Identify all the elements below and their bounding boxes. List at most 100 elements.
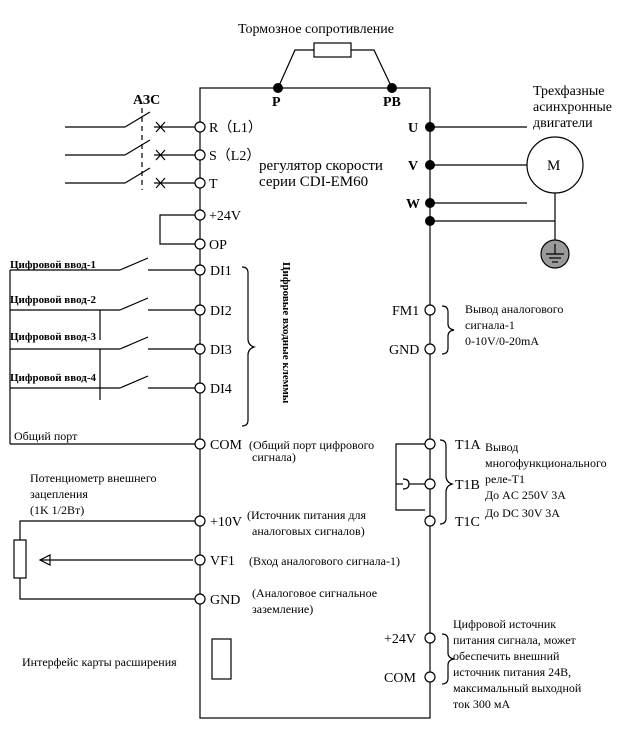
expansion-card-slot [211, 638, 232, 680]
terminal-gnd-right-label: GND [389, 343, 419, 358]
drive-name-line2: серии CDI-EM60 [259, 174, 368, 190]
terminal-u-label: U [408, 121, 418, 136]
terminal-di1-label: DI1 [210, 264, 232, 279]
terminal-t1a-label: T1A [455, 438, 482, 453]
terminal-t1b [424, 478, 436, 490]
circuit-breaker [65, 108, 200, 190]
breaker-label: АЗС [133, 93, 160, 108]
terminal-s [194, 149, 206, 161]
motor-symbol [526, 136, 584, 194]
power-note-1: Цифровой источник [453, 617, 556, 631]
terminal-di3 [194, 343, 206, 355]
terminal-com-right [424, 671, 436, 683]
terminal-di2 [194, 304, 206, 316]
terminal-10v-label: +10V [210, 515, 242, 530]
terminal-10v [194, 515, 206, 527]
fm-note-3: 0-10V/0-20mA [465, 334, 539, 348]
relay-note-5: До DC 30V 3A [485, 506, 560, 520]
terminal-r-label: R（L1） [209, 120, 262, 136]
terminal-vf1 [194, 554, 206, 566]
op-jumper [159, 214, 200, 245]
terminal-op-label: OP [209, 238, 227, 253]
power-note-2: питания сигнала, может [453, 633, 577, 647]
braking-resistor-title: Тормозное сопротивление [238, 22, 394, 37]
motor-caption-2: асинхронные [533, 100, 612, 115]
relay-note-2: многофункционального [485, 456, 607, 470]
terminal-pb-dot [387, 83, 397, 93]
braking-resistor [277, 42, 393, 89]
terminal-p-dot [273, 83, 283, 93]
terminal-di4-label: DI4 [210, 382, 232, 397]
motor-wiring [430, 126, 556, 240]
vf1-note: (Вход аналогового сигнала-1) [249, 554, 400, 568]
terminal-di3-label: DI3 [210, 343, 232, 358]
digital-input-wiring [9, 257, 200, 445]
terminal-t1c [424, 515, 436, 527]
com-note-2: сигнала) [252, 450, 296, 464]
com-note-1: (Общий порт цифрового [249, 438, 374, 452]
terminal-di1 [194, 264, 206, 276]
pot-label-2: зацепления [30, 487, 88, 501]
terminal-fm1 [424, 304, 436, 316]
terminal-w-label: W [406, 197, 420, 212]
digital-input-1-label: Цифровой ввод-1 [10, 259, 96, 271]
digital-input-brace [241, 266, 256, 427]
drive-name-line1: регулятор скорости [259, 158, 383, 174]
expansion-card-label: Интерфейс карты расширения [22, 655, 177, 669]
terminal-t [194, 177, 206, 189]
terminal-t-label: T [209, 177, 218, 192]
terminal-24v-right [424, 632, 436, 644]
terminal-w [425, 198, 435, 208]
terminal-gnd-label: GND [210, 593, 240, 608]
terminal-v-label: V [408, 159, 418, 174]
terminal-com-label: COM [210, 438, 242, 453]
relay-brace [439, 439, 454, 525]
power-note-5: максимальный выходной [453, 681, 582, 695]
motor-symbol-label: M [547, 158, 560, 174]
power-brace [441, 633, 455, 685]
terminal-24v-right-label: +24V [384, 632, 416, 647]
terminal-vf1-label: VF1 [210, 554, 235, 569]
terminal-u [425, 122, 435, 132]
relay-note-4: До AC 250V 3A [485, 488, 566, 502]
potentiometer [13, 520, 200, 600]
digital-inputs-vertical-label: Цифровые входные клеммы [280, 262, 292, 404]
terminal-t1c-label: T1C [455, 515, 480, 530]
power-note-4: источник питания 24В, [453, 665, 571, 679]
pot-label-3: (1K 1/2Вт) [30, 503, 84, 517]
terminal-di4 [194, 382, 206, 394]
p10v-note-1: (Источник питания для [247, 508, 366, 522]
fm-note-2: сигнала-1 [465, 318, 515, 332]
drive-box [199, 87, 431, 719]
relay-note-3: реле-T1 [485, 472, 525, 486]
common-port-label: Общий порт [14, 429, 78, 443]
digital-input-2-label: Цифровой ввод-2 [10, 294, 97, 306]
terminal-op [194, 238, 206, 250]
fm-note-1: Вывод аналогового [465, 302, 563, 316]
power-note-6: ток 300 мА [453, 697, 511, 711]
ground-icon [540, 239, 570, 269]
motor-caption-3: двигатели [533, 116, 593, 131]
terminal-24v [194, 209, 206, 221]
gnd-note-1: (Аналоговое сигнальное [252, 586, 377, 600]
terminal-pb-label: PB [383, 95, 401, 110]
p10v-note-2: аналоговых сигналов) [252, 524, 365, 538]
terminal-v [425, 160, 435, 170]
relay-t1 [395, 443, 430, 511]
relay-note-1: Вывод [485, 440, 518, 454]
digital-input-3-label: Цифровой ввод-3 [10, 331, 97, 343]
terminal-s-label: S（L2） [209, 148, 260, 164]
terminal-di2-label: DI2 [210, 304, 232, 319]
pot-label-1: Потенциометр внешнего [30, 471, 156, 485]
analog-output-brace [441, 305, 455, 355]
gnd-note-2: заземление) [252, 602, 313, 616]
terminal-t1b-label: T1B [455, 478, 480, 493]
terminal-t1a [424, 438, 436, 450]
terminal-pe [425, 216, 435, 226]
terminal-24v-label: +24V [209, 209, 241, 224]
motor-caption-1: Трехфазные [533, 84, 604, 99]
terminal-p-label: P [272, 95, 281, 110]
terminal-fm1-label: FM1 [392, 304, 419, 319]
terminal-gnd [194, 593, 206, 605]
